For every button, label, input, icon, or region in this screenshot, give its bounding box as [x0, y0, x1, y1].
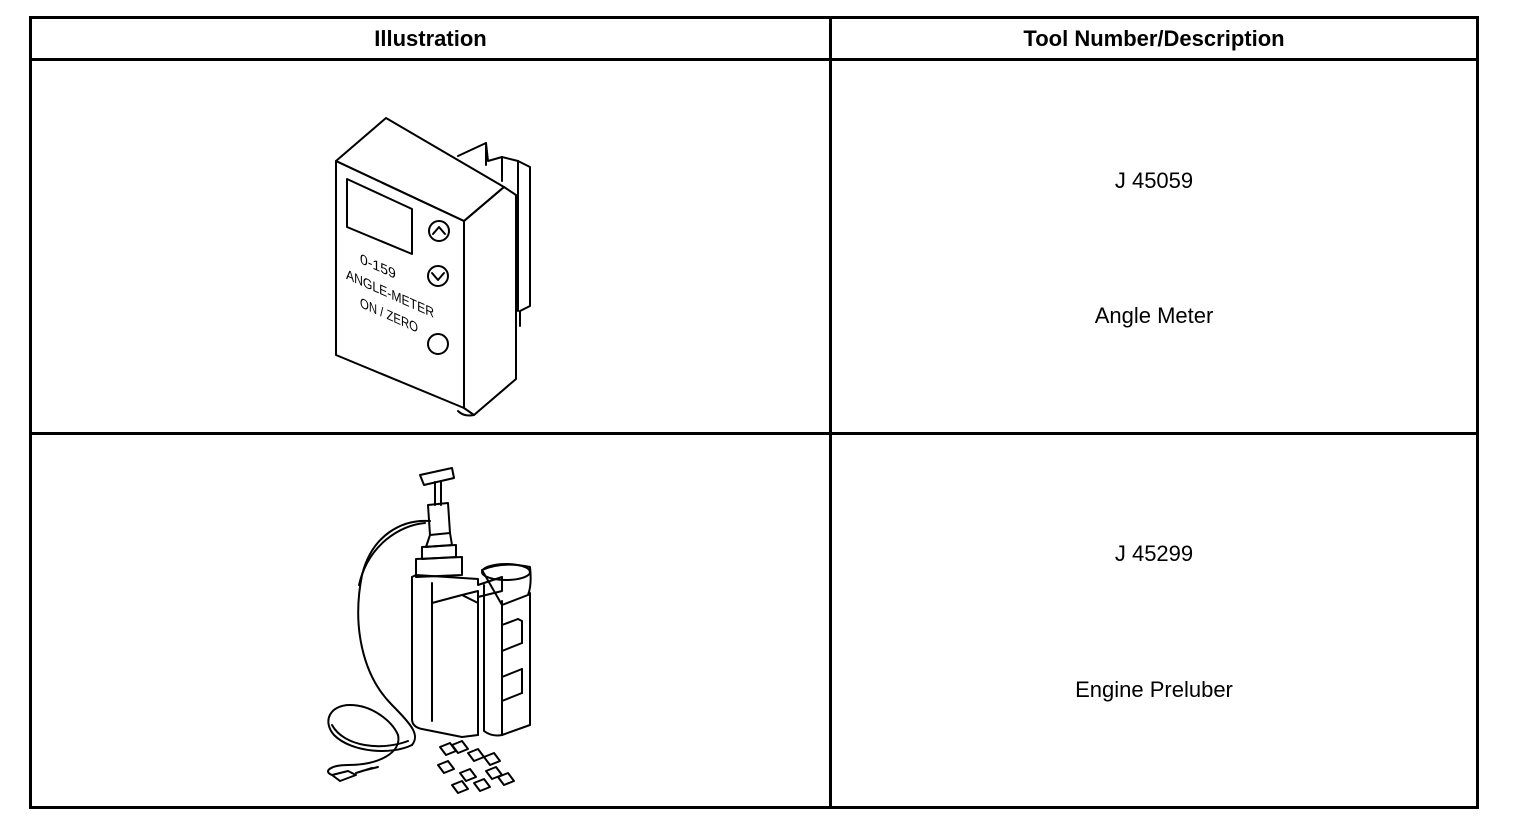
- tool-number: J 45299: [1114, 541, 1194, 566]
- tool-table: Illustration Tool Number/Description: [29, 16, 1479, 809]
- illustration-cell: 0-159 ANGLE-METER ON / ZERO: [29, 58, 832, 435]
- tool-description-cell: J 45299 Engine Preluber: [829, 432, 1479, 809]
- header-illustration: Illustration: [29, 16, 832, 61]
- engine-preluber-icon: [327, 467, 532, 794]
- header-tool-number-description: Tool Number/Description: [829, 16, 1479, 61]
- tool-description-cell: J 45059 Angle Meter: [829, 58, 1479, 435]
- table-row: 0-159 ANGLE-METER ON / ZERO J 45059 Angl…: [29, 58, 1479, 435]
- angle-meter-icon: 0-159 ANGLE-METER ON / ZERO: [335, 117, 531, 417]
- illustration-cell: [29, 432, 832, 809]
- tool-description: Engine Preluber: [1075, 677, 1233, 702]
- tool-description: Angle Meter: [1094, 303, 1214, 328]
- header-row: Illustration Tool Number/Description: [29, 16, 1479, 61]
- tool-number: J 45059: [1114, 168, 1194, 193]
- table-row: J 45299 Engine Preluber: [29, 432, 1479, 809]
